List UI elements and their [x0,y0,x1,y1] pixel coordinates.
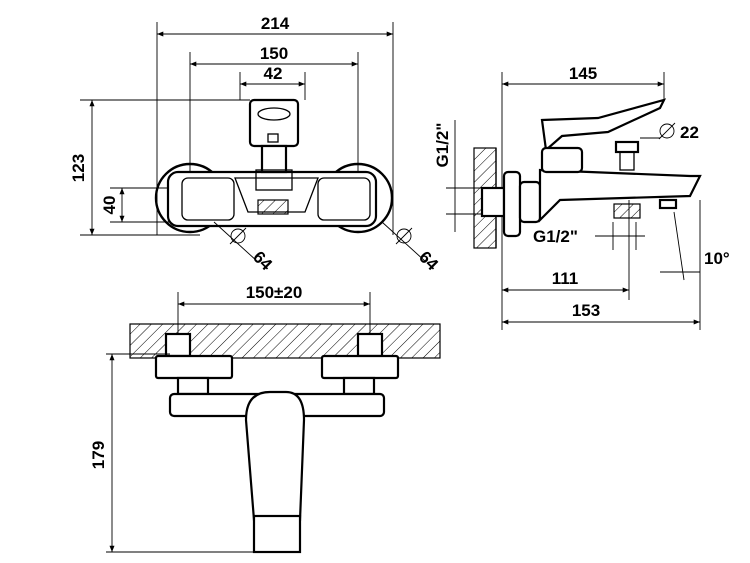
dim-height-top: 179 [89,441,108,469]
dim-depth-outlet: 111 [552,269,579,288]
dim-width-handle: 42 [264,64,283,83]
thread-inlet-label: G1/2" [433,123,452,168]
top-body [154,332,400,554]
dia-leader-right [381,221,427,263]
top-view: 150±20 179 [89,283,441,554]
dim-angle-spout: 10° [704,249,730,268]
dim-dia-left: 64 [249,247,276,274]
angle-leader [673,211,685,281]
front-view: 214 150 42 123 40 [69,14,442,275]
thread-outlet-label: G1/2" [533,227,578,246]
front-body [154,98,394,234]
dim-depth-lever: 145 [569,64,597,83]
dim-dia-right: 64 [415,247,442,274]
dim-centers: 150±20 [246,283,303,302]
dim-width-mount: 150 [260,44,288,63]
dim-depth-total: 153 [572,301,600,320]
dia-leader-left [213,221,259,263]
dim-height-total: 123 [69,154,88,182]
dim-height-body: 40 [100,196,119,215]
side-view: 145 111 153 G1/2" 22 [433,64,730,330]
side-body [480,98,702,238]
dim-width-total: 214 [261,14,290,33]
dim-dia-outlet: 22 [680,123,699,142]
